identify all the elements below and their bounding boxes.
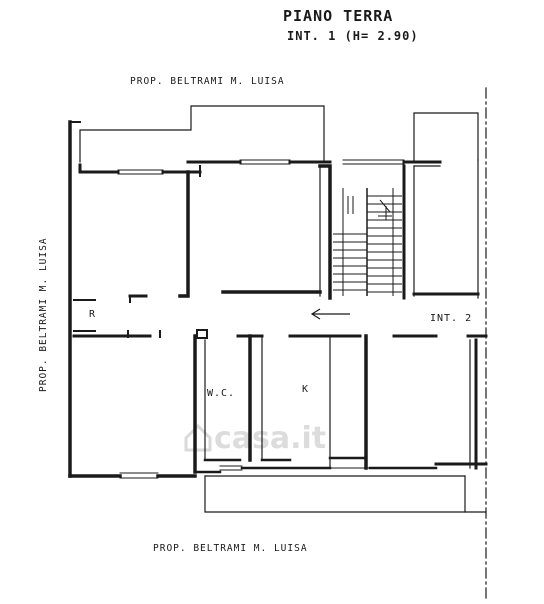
plan-title: PIANO TERRA [283,7,393,25]
home-icon [184,423,212,452]
watermark-text: casa.it [214,421,326,456]
neighbor-label-left: PROP. BELTRAMI M. LUISA [38,237,49,392]
plan-subtitle: INT. 1 (H= 2.90) [287,29,419,43]
corridor-arrow-icon [310,308,350,320]
neighbor-label-bottom: PROP. BELTRAMI M. LUISA [153,543,308,554]
walls [68,87,488,599]
room-label-kitchen: K [302,384,309,395]
neighbor-label-top: PROP. BELTRAMI M. LUISA [130,76,285,87]
room-label-ripostiglio: R [89,309,96,320]
watermark: casa.it [184,421,326,456]
room-label-wc: W.C. [207,388,235,399]
staircase [333,188,402,296]
adjacent-unit-label: INT. 2 [430,313,472,324]
